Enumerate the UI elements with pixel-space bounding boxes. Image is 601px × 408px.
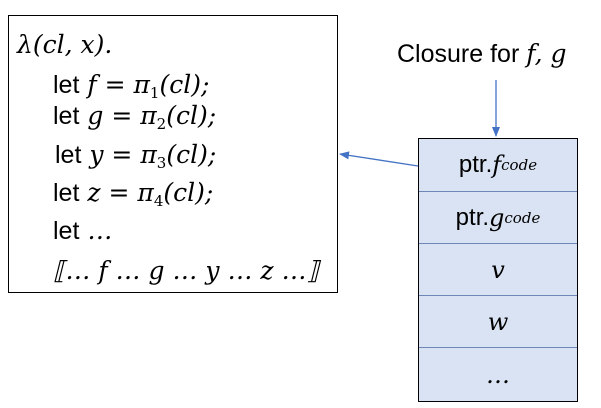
let-keyword: let — [53, 71, 80, 99]
projection-index: 1 — [149, 84, 160, 102]
w-name: w — [487, 308, 509, 336]
projection-arg: (cl); — [166, 140, 217, 169]
projection-symbol: = π — [103, 101, 157, 130]
ellipsis: … — [79, 216, 113, 245]
let-more-line: let … — [53, 216, 112, 246]
projection-arg: (cl); — [166, 101, 217, 130]
var-g: g — [87, 101, 104, 130]
projection-symbol: = π — [103, 140, 157, 169]
let-keyword: let — [55, 141, 82, 169]
let-keyword: let — [53, 217, 80, 245]
let-z-line: let z = π4(cl); — [53, 178, 213, 216]
let-keyword: let — [53, 102, 80, 130]
var-f: f — [87, 70, 97, 99]
let-g-line: let g = π2(cl); — [53, 101, 216, 139]
closure-title: Closure for f, g — [397, 38, 566, 70]
projection-index: 4 — [153, 192, 164, 210]
semantic-body: ⟦… f … g … y … z …⟧ — [53, 256, 319, 285]
projection-arg: (cl); — [159, 70, 210, 99]
closure-cell-ellipsis: … — [419, 347, 577, 402]
fcode-to-lambda-arrow — [339, 151, 419, 167]
ptr-label: ptr. — [458, 151, 493, 178]
f-name: f — [492, 151, 502, 179]
projection-index: 3 — [156, 154, 167, 172]
g-name: g — [489, 204, 505, 232]
closure-title-text: Closure for — [397, 40, 527, 68]
ellipsis: … — [486, 361, 510, 389]
projection-index: 2 — [156, 115, 167, 133]
projection-arg: (cl); — [163, 178, 214, 207]
let-keyword: let — [53, 179, 80, 207]
var-z: z — [87, 178, 101, 207]
projection-symbol: = π — [100, 178, 154, 207]
code-subscript: code — [501, 156, 538, 174]
projection-symbol: = π — [96, 70, 150, 99]
closure-cell-v: v — [419, 243, 577, 296]
closure-title-vars: f, g — [526, 39, 567, 68]
lambda-code-box: λ(cl, x). let f = π1(cl); let g = π2(cl)… — [8, 15, 338, 293]
let-f-line: let f = π1(cl); — [53, 70, 209, 108]
lambda-header: λ(cl, x). — [17, 30, 113, 59]
let-y-line: let y = π3(cl); — [55, 140, 216, 178]
v-name: v — [491, 256, 505, 284]
code-subscript: code — [504, 209, 541, 227]
closure-cell-w: w — [419, 295, 577, 348]
var-y: y — [89, 140, 104, 169]
ptr-label: ptr. — [455, 204, 490, 231]
